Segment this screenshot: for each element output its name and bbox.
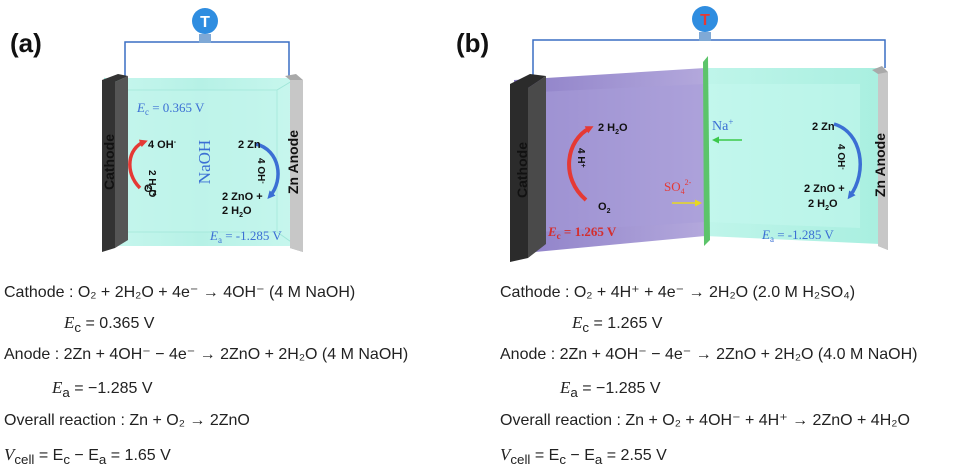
panel-a-bulb-letter: T: [200, 14, 210, 31]
panel-a-cathode-label: Cathode: [101, 134, 117, 190]
panel-b-so4-ion: SO42-: [664, 178, 692, 196]
panel-b-anode-product2: 2 H2O: [808, 198, 838, 212]
panel-a-bulb-icon: T: [192, 8, 218, 43]
panel-b-cathode-arrow: [567, 126, 594, 202]
panel-a: (a) T Cathode Zn Anode NaOH Ec = 0.365 V: [10, 8, 303, 252]
panel-a-eq-overall: Overall reaction : Zn + O₂ → 2ZnO: [4, 412, 250, 429]
panel-a-cathode-ion: 4 OH-: [148, 139, 177, 151]
panel-b-anode-arrow: [833, 122, 862, 200]
panel-b-cathode-ion: 4 H+: [575, 148, 586, 168]
panel-b-eq-ea: Ea = −1.285 V: [560, 378, 661, 401]
panel-b-bulb-letter: T: [700, 12, 710, 29]
panel-b-anode-back: [705, 84, 860, 228]
panel-b-cathode-label: Cathode: [514, 142, 530, 198]
panel-b-membrane: [703, 56, 710, 246]
panel-a-ea-label: Ea = -1.285 V: [209, 228, 282, 245]
panel-a-anode-face: [290, 80, 303, 252]
panel-b-ec-label: Ec = 1.265 V: [547, 224, 617, 241]
panel-a-anode-product2: 2 H2O: [222, 205, 252, 219]
panel-a-eq-cathode: Cathode : O₂ + 2H₂O + 4e⁻ → 4OH⁻ (4 M Na…: [4, 284, 356, 301]
panel-b-anode-product1: 2 ZnO +: [804, 183, 845, 195]
panel-b-anode-label: Zn Anode: [872, 133, 888, 197]
panel-b-bulb-icon: T: [692, 6, 718, 41]
panel-a-cathode-face: [115, 76, 128, 248]
panel-a-eq-anode: Anode : 2Zn + 4OH⁻ − 4e⁻ → 2ZnO + 2H₂O (…: [4, 346, 409, 363]
panel-a-anode-arrow: [255, 142, 280, 200]
panel-a-wire: [124, 41, 290, 78]
panel-b-cathode-water: 2 H2O: [598, 122, 628, 136]
panel-b-label: (b): [456, 28, 489, 58]
panel-a-cathode-water: 2 H2O: [145, 170, 157, 197]
panel-a-eq-ea: Ea = −1.285 V: [52, 378, 153, 401]
panel-b-ea-label: Ea = -1.285 V: [761, 227, 834, 244]
panel-a-anode-product1: 2 ZnO +: [222, 191, 263, 203]
panel-a-anode-zn: 2 Zn: [238, 139, 261, 151]
panel-b: (b) T Cathode Zn Anode 2 H2O 4 H+ O2: [456, 6, 888, 262]
panel-a-eq-ec: Ec = 0.365 V: [64, 313, 155, 336]
panel-b-eq-ec: Ec = 1.265 V: [572, 313, 663, 336]
panel-b-anode-ion: 4 OH-: [835, 144, 846, 170]
panel-a-label: (a): [10, 28, 42, 58]
panel-b-eq-anode: Anode : 2Zn + 4OH⁻ − 4e⁻ → 2ZnO + 2H₂O (…: [500, 346, 918, 363]
panel-b-anode-zn: 2 Zn: [812, 121, 835, 133]
panel-b-cathode-o2: O2: [598, 201, 611, 215]
panel-a-anode-label: Zn Anode: [285, 130, 301, 194]
panel-a-cathode-arrow: [128, 139, 148, 190]
panel-b-eq-vcell: Vcell = Ec − Ea = 2.55 V: [500, 445, 667, 468]
panel-a-ec-label: Ec = 0.365 V: [136, 100, 205, 117]
panel-a-anode-ion: 4 OH-: [255, 158, 266, 184]
panel-a-cathode-o2: O2: [144, 183, 157, 197]
panel-b-eq-cathode: Cathode : O₂ + 4H⁺ + 4e⁻ → 2H₂O (2.0 M H…: [500, 284, 856, 301]
panel-b-eq-overall: Overall reaction : Zn + O₂ + 4OH⁻ + 4H⁺ …: [500, 412, 910, 429]
panel-b-cathode-face: [528, 76, 546, 258]
panel-b-cathode-back: [538, 84, 705, 232]
panel-b-na-ion: Na+: [712, 117, 733, 134]
panel-b-anode-face: [878, 72, 888, 250]
panel-a-naoh-label: NaOH: [195, 140, 214, 184]
panel-a-eq-vcell: Vcell = Ec − Ea = 1.65 V: [4, 445, 171, 468]
